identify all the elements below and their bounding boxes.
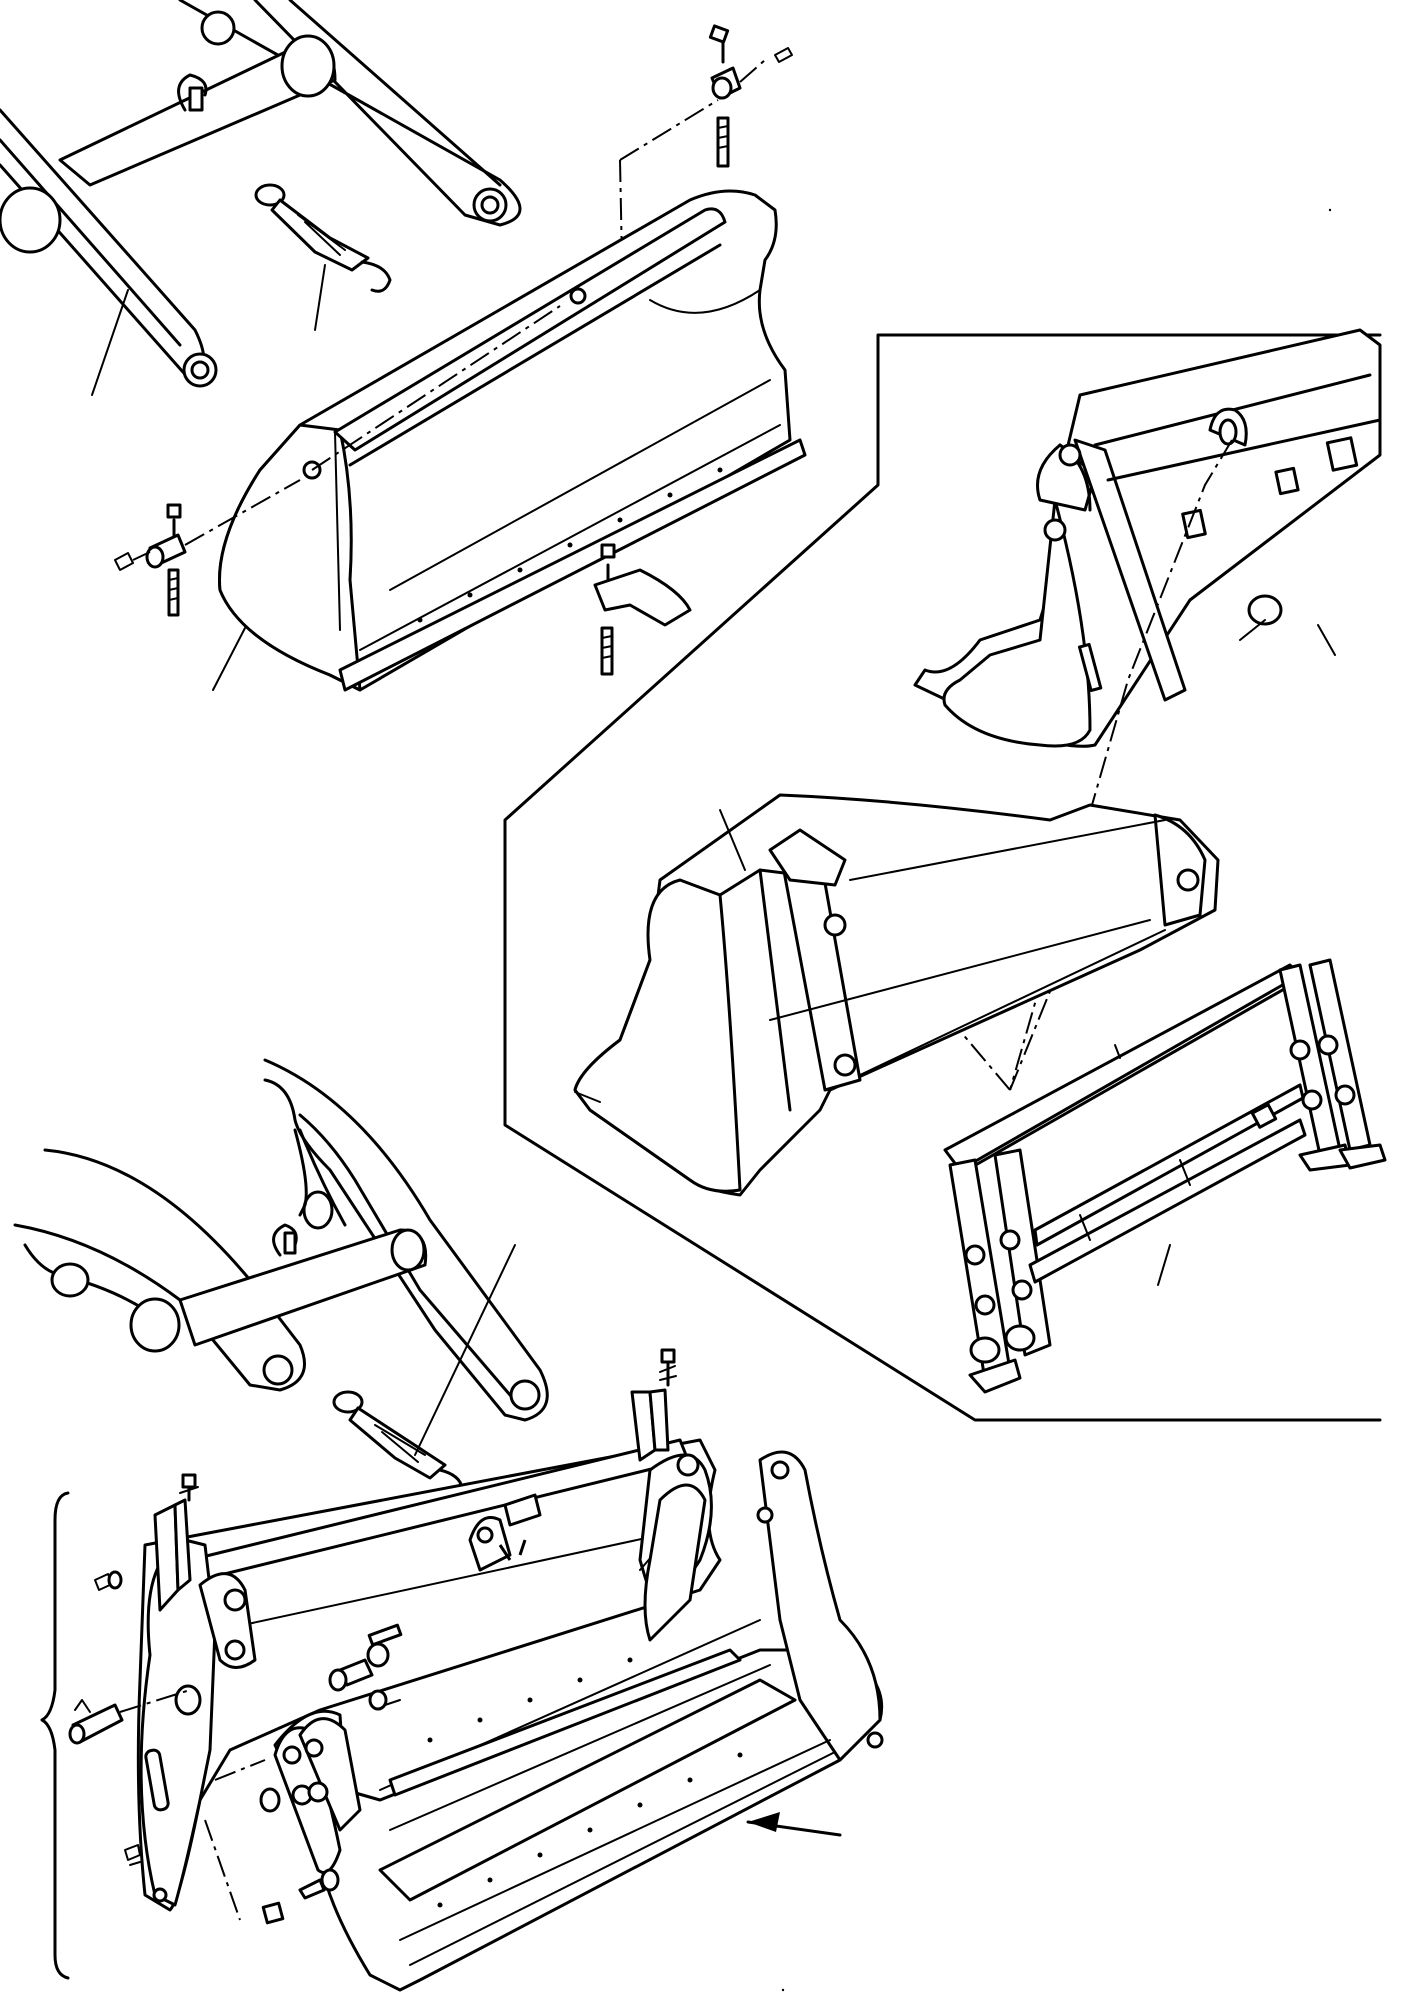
stray-mark (1328, 208, 1332, 212)
leader-line (1157, 1244, 1171, 1286)
quick-coupler-frame (943, 958, 1387, 1394)
leader-line (212, 627, 246, 691)
edge-bolts-bottom (427, 1657, 743, 1908)
leader-line (91, 289, 129, 396)
narrow-bucket (913, 328, 1382, 748)
tooth-adapter (593, 543, 692, 676)
bucket-top (218, 189, 807, 692)
pointer-arrow (746, 1812, 842, 1837)
pin-hardware-set-top (619, 24, 793, 168)
pin-hardware-set-left (114, 479, 301, 617)
multi-purpose-bucket (40, 1348, 884, 1992)
loader-arm-assembly-top (0, 0, 522, 388)
turnbuckle-top (254, 183, 392, 293)
leader-line (414, 1244, 516, 1456)
pin-hardware-set-bottom (68, 1570, 403, 1925)
leader-line (719, 809, 746, 871)
turnbuckle-bottom (332, 1390, 464, 1499)
stray-mark (781, 1988, 785, 1992)
leader-line (314, 264, 326, 331)
edge-bolts (417, 467, 723, 623)
inset-frame (503, 333, 1382, 1422)
loader-arm-assembly-bottom (13, 1058, 549, 1422)
bucket-rear-view (573, 793, 1220, 1197)
